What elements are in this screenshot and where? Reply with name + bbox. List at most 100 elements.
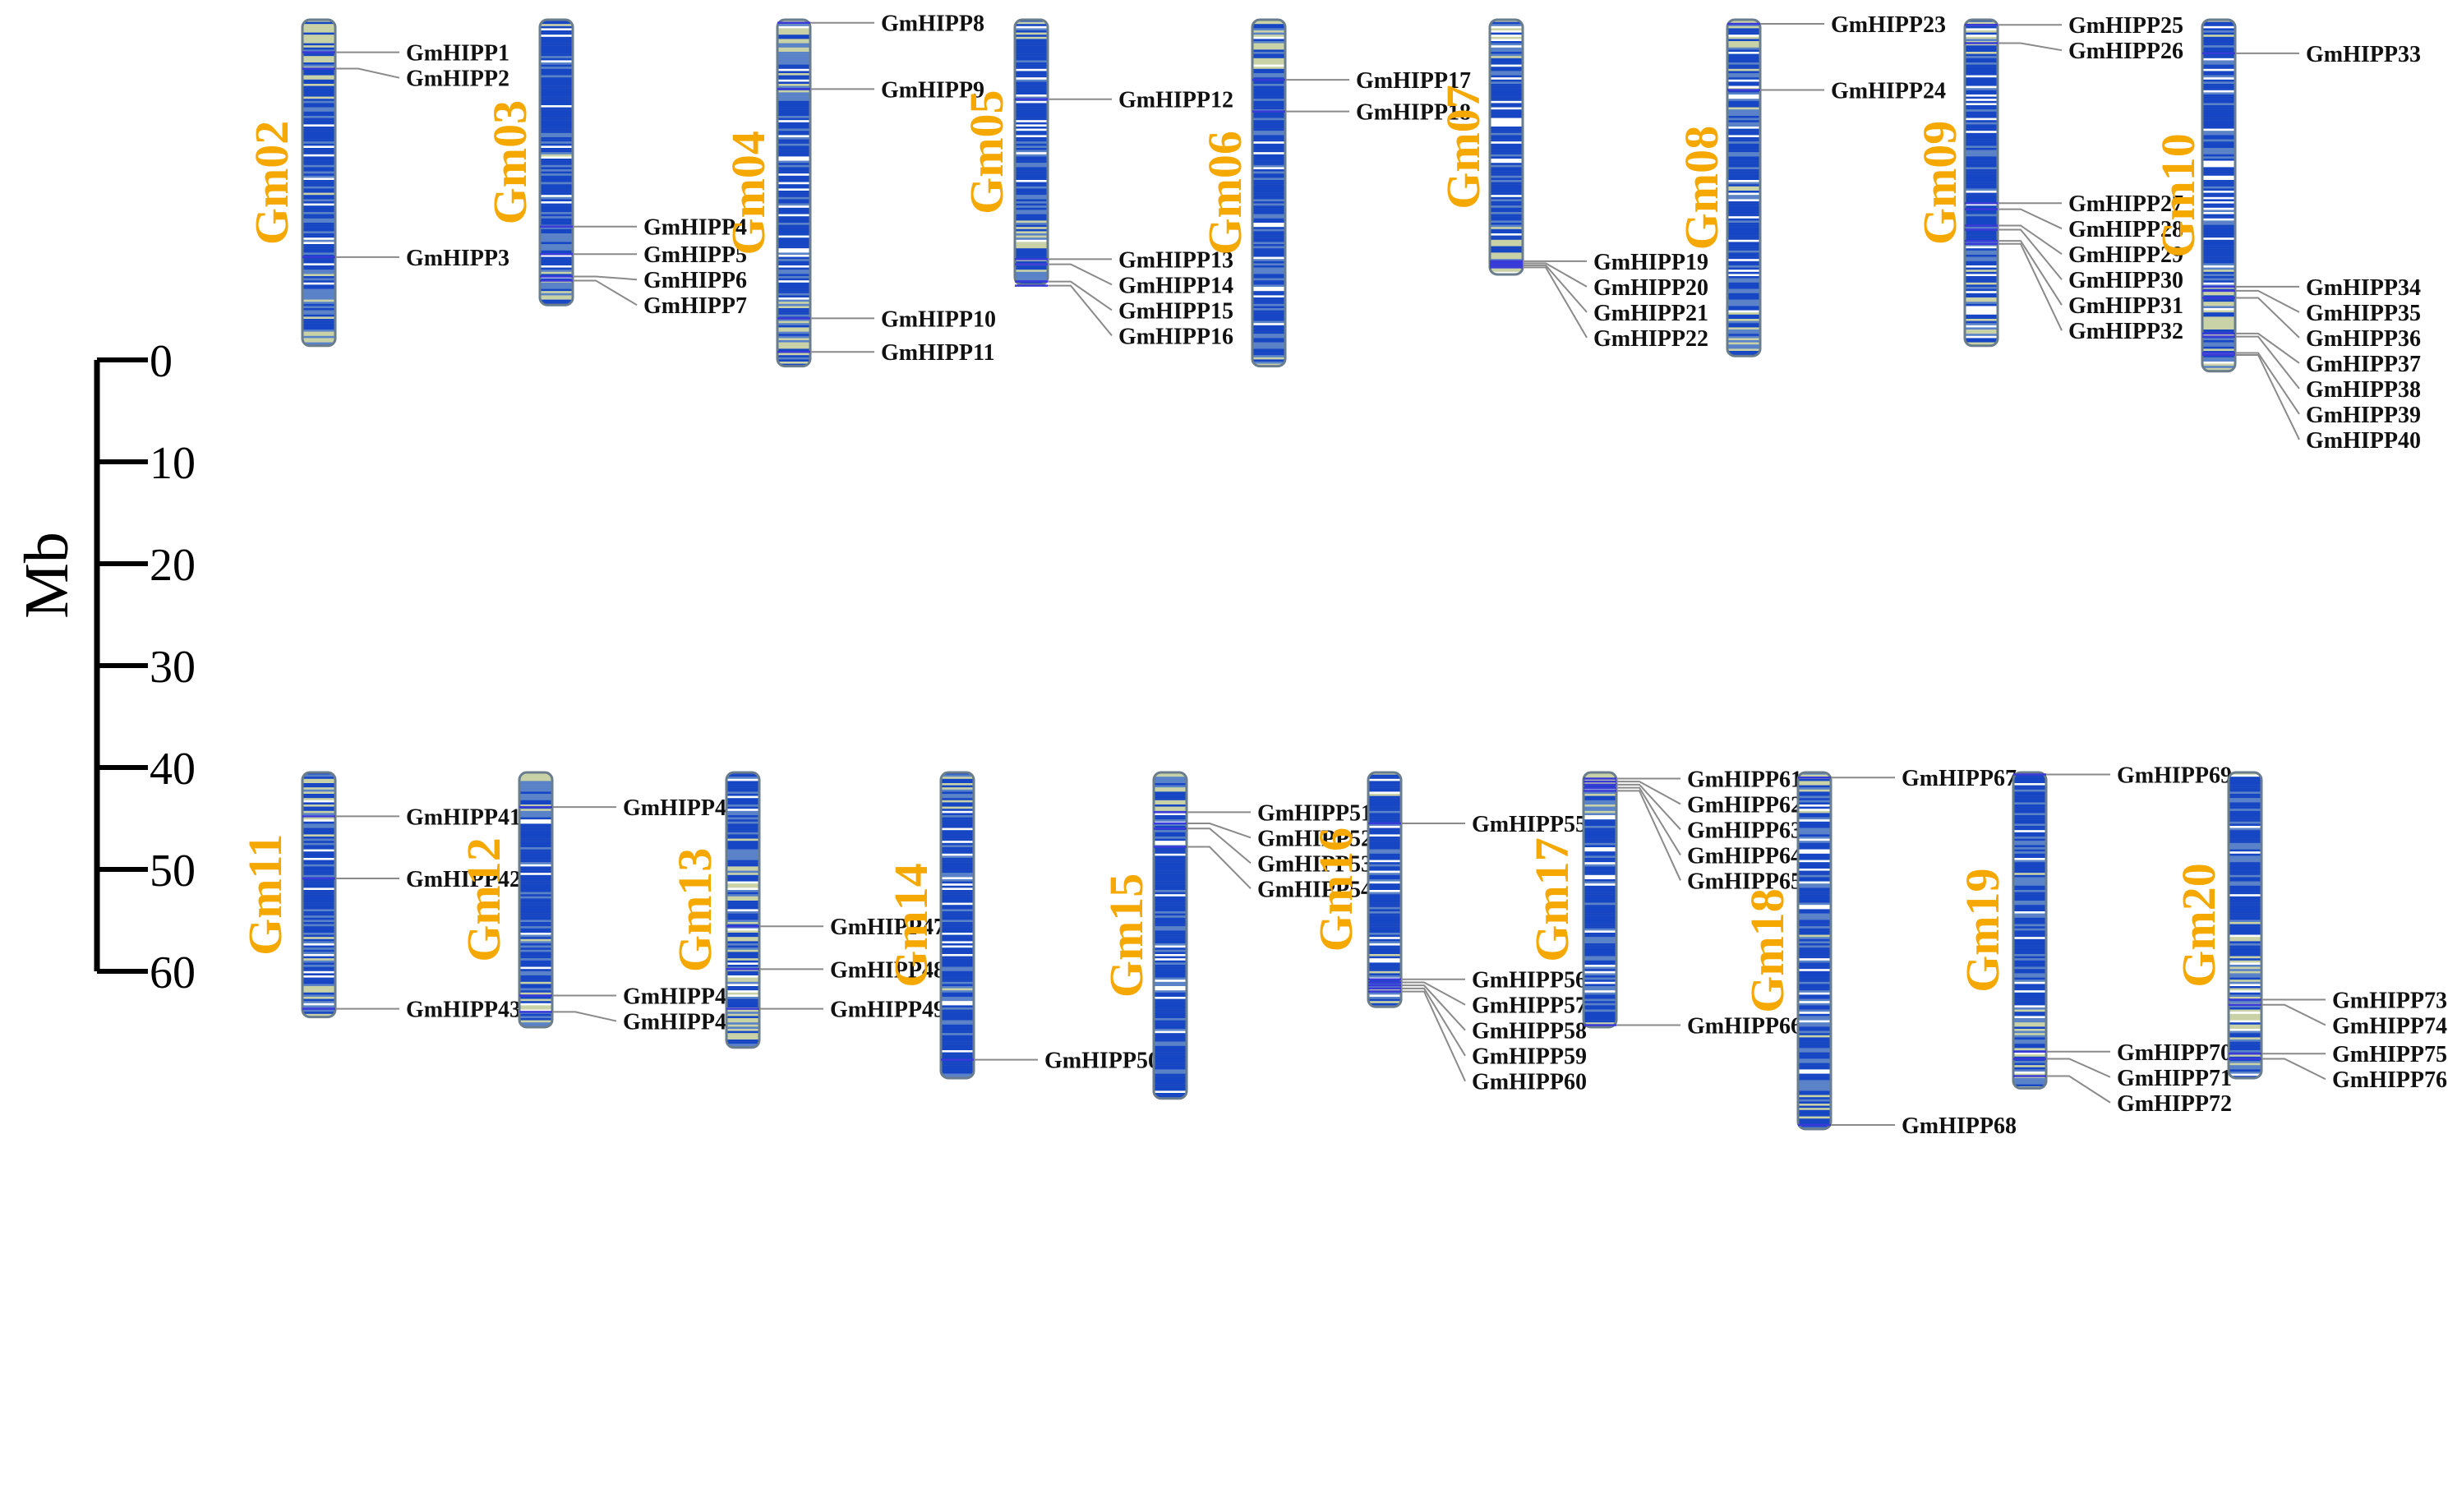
chromosome-label: Gm07	[1436, 85, 1490, 209]
gene-leader-line	[1401, 984, 1466, 1031]
gene-label: GmHIPP58	[1472, 1019, 1587, 1044]
chromosome-density-bands	[2202, 20, 2235, 371]
gene-label: GmHIPP32	[2068, 319, 2183, 344]
gene-label: GmHIPP34	[2306, 275, 2421, 301]
chromosome-label: Gm04	[721, 131, 775, 255]
chromosome-label: Gm13	[668, 848, 721, 972]
gene-leader-line	[1187, 827, 1252, 864]
gene-label: GmHIPP24	[1831, 79, 1946, 104]
chromosome-label: Gm12	[457, 837, 510, 961]
chromosome-label: Gm05	[960, 90, 1013, 214]
gene-leader-line	[1048, 284, 1113, 337]
gene-leader-line	[1523, 266, 1588, 339]
gene-label: GmHIPP64	[1687, 843, 1802, 869]
gene-label: GmHIPP70	[2117, 1040, 2232, 1066]
scale-tick-label: 20	[150, 540, 196, 591]
gene-label: GmHIPP48	[830, 957, 945, 983]
chromosome-label: Gm18	[1740, 888, 1794, 1012]
chromosome-label: Gm10	[2151, 133, 2205, 257]
scale-unit-label: Mb	[12, 532, 81, 619]
chromosome-outline	[538, 18, 574, 307]
gene-leader-line	[1998, 242, 2063, 331]
gene-label: GmHIPP35	[2306, 301, 2421, 326]
gene-label: GmHIPP68	[1902, 1113, 2017, 1139]
gene-label: GmHIPP54	[1257, 877, 1372, 902]
scale-tick-label: 0	[150, 336, 173, 387]
scale-tick-label: 10	[150, 438, 196, 489]
gene-leader-line	[1998, 224, 2063, 256]
gene-label: GmHIPP16	[1118, 324, 1233, 349]
chromosome-layer: Gm02GmHIPP1GmHIPP2GmHIPP3Gm03GmHIPP4GmHI…	[238, 12, 2447, 1139]
gene-label: GmHIPP65	[1687, 869, 1802, 894]
gene-label: GmHIPP27	[2068, 191, 2183, 217]
gene-label: GmHIPP4	[643, 215, 747, 241]
chromosome-label: Gm09	[1913, 121, 1966, 245]
gene-label: GmHIPP49	[830, 998, 945, 1023]
gene-label: GmHIPP45	[623, 984, 738, 1010]
gene-label: GmHIPP12	[1118, 88, 1233, 113]
chromosome-label: Gm06	[1198, 131, 1252, 255]
gene-label: GmHIPP18	[1356, 100, 1471, 126]
gene-label: GmHIPP69	[2117, 763, 2232, 788]
gene-leader-line	[1523, 262, 1588, 288]
gene-label: GmHIPP46	[623, 1010, 738, 1035]
gene-label: GmHIPP15	[1118, 298, 1233, 324]
gene-label: GmHIPP39	[2306, 403, 2421, 428]
gene-leader-line	[1998, 228, 2063, 280]
gene-label: GmHIPP5	[643, 242, 747, 268]
gene-leader-line	[573, 279, 638, 307]
chromosome-label: Gm15	[1100, 874, 1153, 998]
chromosome-density-bands	[519, 772, 552, 1027]
gene-label: GmHIPP38	[2306, 377, 2421, 403]
gene-label: GmHIPP72	[2117, 1091, 2232, 1117]
chromosome-density-bands	[1154, 772, 1187, 1099]
chromosome-gm17: Gm17GmHIPP61GmHIPP62GmHIPP63GmHIPP64GmHI…	[1525, 767, 1802, 1039]
chromosome-label: Gm14	[884, 863, 938, 987]
chromosome-density-bands	[2229, 772, 2261, 1078]
chromosome-density-bands	[1798, 772, 1831, 1129]
chromosome-density-bands	[1368, 772, 1401, 1007]
gene-label: GmHIPP31	[2068, 293, 2183, 319]
gene-leader-line	[1616, 781, 1681, 805]
chromosome-label: Gm20	[2172, 863, 2225, 987]
chromosome-label: Gm11	[238, 834, 292, 956]
chromosome-density-bands	[1252, 20, 1285, 366]
gene-leader-line	[573, 275, 638, 281]
gene-label: GmHIPP10	[881, 307, 996, 332]
chromosome-outline	[776, 18, 812, 368]
chromosome-outline	[1796, 771, 1833, 1131]
gene-label: GmHIPP67	[1902, 766, 2017, 791]
chromosome-density-bands	[1015, 20, 1048, 285]
chromosome-density-bands	[1490, 20, 1523, 274]
chromosome-density-bands	[540, 20, 573, 306]
chromosome-outline	[301, 771, 337, 1019]
gene-leader-line	[2261, 1003, 2326, 1026]
gene-label: GmHIPP63	[1687, 818, 1802, 843]
gene-label: GmHIPP47	[830, 915, 945, 940]
chromosome-outline	[1152, 771, 1188, 1100]
gene-leader-line	[2046, 1058, 2111, 1078]
chromosome-outline	[1367, 771, 1403, 1008]
gene-label: GmHIPP73	[2332, 989, 2447, 1014]
scale-tick-label: 60	[150, 947, 196, 998]
chromosome-outline	[2227, 771, 2263, 1080]
chromosome-density-bands	[1965, 20, 1998, 346]
gene-leader-line	[1401, 990, 1466, 1082]
gene-leader-line	[1616, 790, 1681, 881]
gene-label: GmHIPP60	[1472, 1070, 1587, 1095]
gene-leader-line	[2235, 335, 2300, 390]
gene-leader-line	[2046, 1075, 2111, 1104]
chromosome-density-bands	[941, 772, 974, 1078]
